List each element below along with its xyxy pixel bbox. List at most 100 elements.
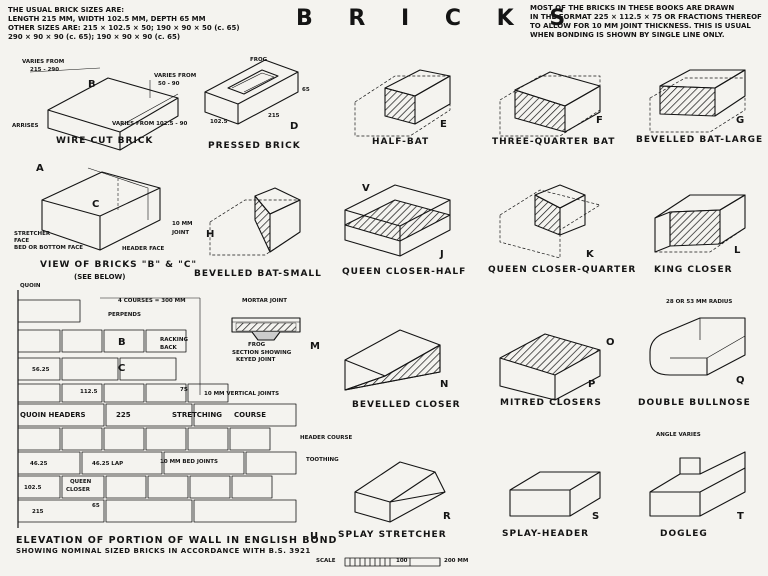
- view-bc-caption: VIEW OF BRICKS "B" & "C": [40, 260, 198, 270]
- caption-bevelled-bat-small: BEVELLED BAT-SMALL: [194, 269, 322, 279]
- varies-depth-range: 50 - 90: [158, 81, 180, 87]
- dim-1125-label: 112.5: [80, 389, 98, 395]
- note-line: LENGTH 215 MM, WIDTH 102.5 MM, DEPTH 65 …: [8, 15, 206, 23]
- header-course-label: HEADER COURSE: [300, 435, 353, 441]
- racking-label: RACKING: [160, 337, 188, 343]
- note-line: OTHER SIZES ARE: 215 × 102.5 × 50; 190 ×…: [8, 24, 240, 32]
- format-note: MOST OF THE BRICKS IN THESE BOOKS ARE DR…: [530, 4, 766, 40]
- letter-d: D: [290, 121, 299, 132]
- varies-length-range: 215 - 290: [30, 67, 60, 73]
- vertical-joints-label: 10 MM VERTICAL JOINTS: [204, 391, 280, 397]
- scale-end-label: 200 MM: [444, 558, 469, 564]
- wall-dim-215-label: 215: [32, 509, 44, 515]
- varies-width-label: VARIES FROM 102.5 - 90: [112, 121, 188, 127]
- three-quarter-bat-drawing: [499, 71, 601, 137]
- letter-a: A: [36, 163, 44, 174]
- caption-splay-header: SPLAY-HEADER: [502, 529, 590, 539]
- wall-caption: ELEVATION OF PORTION OF WALL IN ENGLISH …: [16, 535, 338, 546]
- dim-225-label: 225: [116, 411, 131, 419]
- letter-e: E: [440, 119, 447, 130]
- caption-queen-closer-half: QUEEN CLOSER-HALF: [342, 267, 467, 277]
- letter-l: L: [734, 245, 741, 256]
- letter-o: O: [606, 337, 615, 348]
- queen-closer-half-drawing: [344, 184, 451, 257]
- pressed-caption: PRESSED BRICK: [208, 141, 301, 151]
- caption-double-bullnose: DOUBLE BULLNOSE: [638, 398, 751, 408]
- frog-label: FROG: [250, 57, 268, 63]
- bevelled-bat-large-drawing: [649, 69, 746, 133]
- double-bullnose-drawing: [649, 317, 746, 376]
- wire-cut-caption: WIRE CUT BRICK: [56, 136, 154, 146]
- letter-m: M: [310, 341, 320, 352]
- wall-elevation-drawing: [17, 290, 297, 528]
- quoin-label: QUOIN: [20, 283, 41, 289]
- wall-brick-c: C: [118, 363, 126, 374]
- closer-label: CLOSER: [66, 487, 90, 493]
- mitred-closers-drawing: [499, 333, 601, 401]
- dim-4625-label: 46.25: [30, 461, 48, 467]
- letter-h: H: [206, 229, 215, 240]
- joint-label-2: JOINT: [172, 230, 190, 236]
- caption-dogleg: DOGLEG: [660, 529, 708, 539]
- scale-bar-drawing: [344, 557, 441, 567]
- letter-k: K: [586, 249, 594, 260]
- course-label: COURSE: [234, 411, 266, 419]
- letter-t: T: [737, 511, 744, 522]
- note-line: WHEN BONDING IS SHOWN BY SINGLE LINE ONL…: [530, 31, 725, 39]
- wire-cut-brick-drawing: [29, 67, 179, 151]
- page-title: B R I C K S: [296, 6, 580, 31]
- keyed-joint-label: KEYED JOINT: [236, 357, 276, 363]
- perpends-label: PERPENDS: [108, 312, 141, 318]
- pressed-brick-drawing: [204, 59, 299, 125]
- note-line: MOST OF THE BRICKS IN THESE BOOKS ARE DR…: [530, 4, 735, 12]
- angle-varies-label: ANGLE VARIES: [656, 432, 701, 438]
- quoin-headers-label: QUOIN HEADERS: [20, 411, 86, 419]
- stretcher-face-label: STRETCHER: [14, 231, 51, 237]
- splay-header-drawing: [509, 471, 601, 517]
- wall-dim-65-label: 65: [92, 503, 100, 509]
- bullnose-radius-label: 28 OR 53 MM RADIUS: [666, 299, 733, 305]
- wall-brick-b: B: [118, 337, 126, 348]
- letter-u: U: [310, 531, 319, 542]
- letter-b: B: [88, 79, 96, 90]
- mortar-joint-label: MORTAR JOINT: [242, 298, 287, 304]
- caption-three-quarter-bat: THREE-QUARTER BAT: [492, 137, 616, 147]
- stretcher-face-label-2: FACE: [14, 238, 30, 244]
- varies-length-label: VARIES FROM: [22, 59, 65, 65]
- letter-f: F: [596, 115, 603, 126]
- joint-label: 10 MM: [172, 221, 193, 227]
- letter-q: Q: [736, 375, 745, 386]
- toothing-label: TOOTHING: [306, 457, 339, 463]
- caption-splay-stretcher: SPLAY STRETCHER: [338, 530, 447, 540]
- wall-dim-1025-label: 102.5: [24, 485, 42, 491]
- half-bat-drawing: [354, 69, 451, 137]
- queen-label: QUEEN: [70, 479, 92, 485]
- note-line: IN THE FORMAT 225 × 112.5 × 75 OR FRACTI…: [530, 13, 762, 21]
- note-line: THE USUAL BRICK SIZES ARE:: [8, 6, 125, 14]
- letter-s: S: [592, 511, 600, 522]
- lap-label: 46.25 LAP: [92, 461, 124, 467]
- usual-sizes-note: THE USUAL BRICK SIZES ARE: LENGTH 215 MM…: [8, 6, 278, 42]
- view-bc-drawing: [41, 167, 161, 251]
- section-label: SECTION SHOWING: [232, 350, 292, 356]
- mortar-section-drawing: [231, 317, 301, 341]
- dim-65-label: 65: [302, 87, 310, 93]
- caption-bevelled-closer: BEVELLED CLOSER: [352, 400, 461, 410]
- stretching-label: STRETCHING: [172, 411, 222, 419]
- dim-75-label: 75: [180, 387, 188, 393]
- dim-5625-label: 56.25: [32, 367, 50, 373]
- wall-subcaption: SHOWING NOMINAL SIZED BRICKS IN ACCORDAN…: [16, 547, 311, 555]
- caption-bevelled-bat-large: BEVELLED BAT-LARGE: [636, 135, 764, 145]
- caption-queen-closer-quarter: QUEEN CLOSER-QUARTER: [488, 265, 637, 275]
- scale-mid-label: 100: [396, 558, 408, 564]
- arrises-label: ARRISES: [12, 123, 39, 129]
- dim-215-label: 215: [268, 113, 280, 119]
- dogleg-drawing: [649, 451, 746, 517]
- mortar-frog-label: FROG: [248, 342, 266, 348]
- dim-1025-label: 102.5: [210, 119, 228, 125]
- queen-closer-quarter-drawing: [499, 184, 601, 259]
- racking-back-label: BACK: [160, 345, 177, 351]
- letter-n: N: [440, 379, 449, 390]
- view-bc-subcaption: (SEE BELOW): [74, 273, 126, 281]
